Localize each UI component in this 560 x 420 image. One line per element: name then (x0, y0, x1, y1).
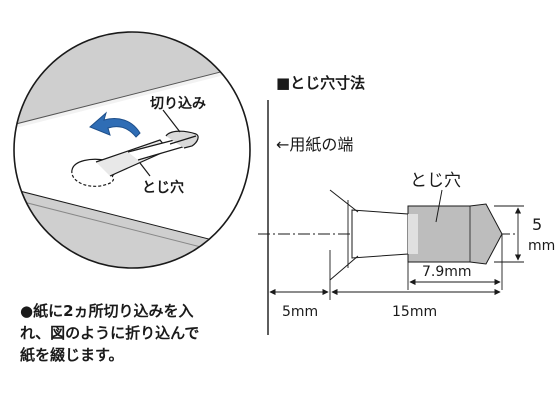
caption-line-3: 紙を綴じます。 (20, 346, 124, 364)
magnified-illustration: 切り込み とじ穴 (13, 31, 251, 269)
caption-line-2: れ、図のように折り込んで (20, 324, 200, 342)
paper-top-band (14, 32, 250, 128)
height-value: 5 (532, 215, 542, 234)
hole-label-illustration: とじ穴 (142, 179, 184, 196)
hole-label-leader (435, 189, 443, 223)
width-label: 7.9mm (422, 264, 472, 280)
fold-direction-arrow-icon (89, 111, 141, 138)
binding-tab-drawing (71, 109, 199, 187)
hole-label: とじ穴 (410, 171, 461, 191)
section-title: ■とじ穴寸法 (276, 74, 365, 92)
dimension-drawing: ■とじ穴寸法 ←用紙の端 とじ穴 5 mm 7.9mm (258, 74, 555, 335)
caption-line-1: ●紙に2ヵ所切り込みを入 (20, 302, 194, 320)
height-unit: mm (528, 238, 555, 254)
description-caption: ●紙に2ヵ所切り込みを入 れ、図のように折り込んで 紙を綴じます。 (20, 300, 260, 366)
binding-hole-shape (329, 189, 503, 281)
offset-label: 5mm (282, 304, 318, 320)
paper-edge-label: ←用紙の端 (276, 135, 353, 154)
cut-label: 切り込み (150, 95, 206, 112)
magnify-circle (13, 31, 251, 269)
length-label: 15mm (392, 304, 437, 320)
